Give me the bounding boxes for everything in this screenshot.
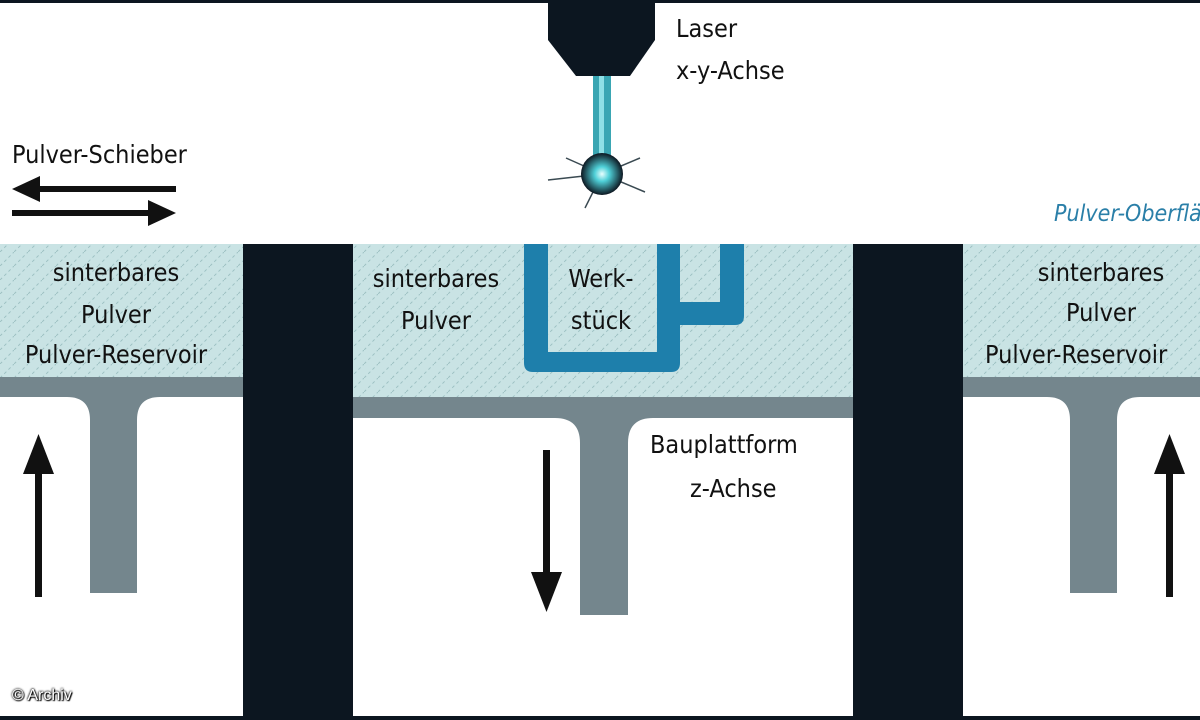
left-reservoir-line-1: sinterbares: [52, 258, 180, 287]
workpiece-line-1: Werk-: [568, 264, 634, 293]
bottom-border: [0, 716, 1200, 720]
xy-axis-label: x-y-Achse: [676, 56, 785, 85]
left-reservoir-line-3: Pulver-Reservoir: [24, 340, 208, 369]
credit-label: © Archiv: [12, 687, 72, 704]
center-down-arrow: [531, 450, 562, 612]
left-wall: [243, 244, 353, 720]
platform-label: Bauplattform: [650, 430, 798, 459]
workpiece-line-2: stück: [570, 306, 632, 335]
right-platform: [963, 377, 1200, 593]
laser-spot: [581, 153, 623, 195]
z-axis-label: z-Achse: [690, 474, 777, 503]
left-powder: [0, 244, 243, 377]
laser-beam-core: [599, 76, 604, 160]
powder-surface-label: Pulver-Oberfläche: [1054, 201, 1200, 227]
slider-label: Pulver-Schieber: [12, 140, 187, 169]
left-reservoir-line-2: Pulver: [80, 300, 152, 329]
slider-arrows: [12, 176, 176, 226]
center-powder-line-2: Pulver: [400, 306, 472, 335]
workpiece: [524, 244, 744, 372]
build-platform: [353, 397, 853, 615]
right-reservoir-line-2: Pulver: [1065, 298, 1137, 327]
left-platform: [0, 377, 243, 593]
center-powder-line-1: sinterbares: [372, 264, 500, 293]
right-powder: [963, 244, 1200, 377]
right-reservoir-line-3: Pulver-Reservoir: [985, 340, 1168, 369]
right-wall: [853, 244, 963, 720]
left-up-arrow: [23, 434, 54, 597]
right-reservoir-line-1: sinterbares: [1037, 258, 1165, 287]
laser-label: Laser: [676, 14, 738, 43]
right-up-arrow: [1154, 434, 1185, 597]
laser-head: [548, 0, 655, 76]
